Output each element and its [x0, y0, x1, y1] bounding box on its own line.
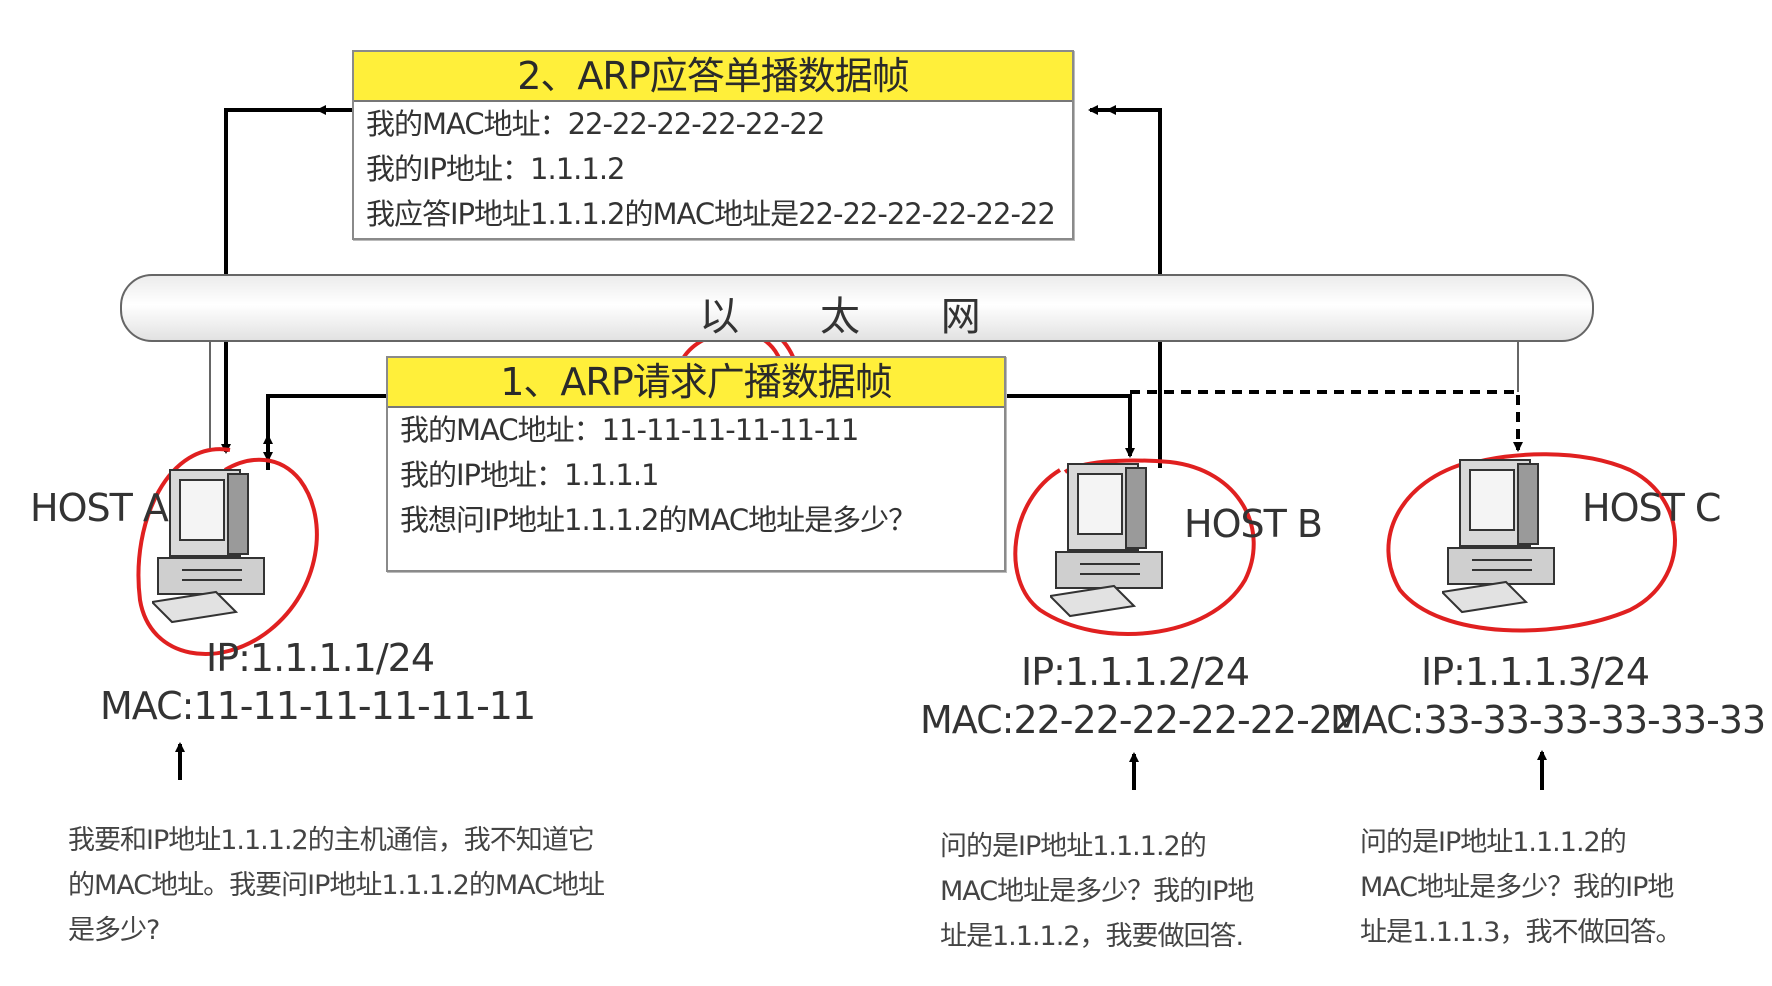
monitor-side — [227, 473, 249, 555]
ethernet-label: 以 太 网 — [699, 294, 1015, 340]
monitor-side — [1517, 463, 1539, 545]
request-line-ip: 我的IP地址：1.1.1.1 — [400, 458, 660, 492]
monitor-screen — [1469, 469, 1515, 531]
monitor-screen — [1077, 473, 1123, 535]
host-a-note-line: 是多少? — [68, 915, 160, 946]
reply-line-mac: 我的MAC地址：22-22-22-22-22-22 — [366, 107, 825, 141]
host-a-ip: IP:1.1.1.1/24 — [205, 636, 435, 680]
host-c-note: 问的是IP地址1.1.1.2的 MAC地址是多少？我的IP地 址是1.1.1.3… — [1360, 820, 1760, 955]
desktop-computer-icon — [152, 469, 265, 624]
highlight-circle-host-b — [1013, 458, 1256, 636]
host-b-note-line: 问的是IP地址1.1.1.2的 — [940, 831, 1207, 862]
keyboard — [152, 590, 239, 624]
request-arrow-from-host-a — [263, 394, 386, 462]
request-line-question: 我想问IP地址1.1.1.2的MAC地址是多少？ — [400, 503, 917, 537]
highlight-circle-host-a — [136, 447, 319, 656]
monitor-side — [1125, 467, 1147, 549]
host-b-note: 问的是IP地址1.1.1.2的 MAC地址是多少？我的IP地 址是1.1.1.2… — [940, 824, 1360, 959]
host-b-note-line: 址是1.1.1.2，我要做回答. — [940, 921, 1244, 952]
host-c-ip: IP:1.1.1.3/24 — [1420, 650, 1650, 694]
arp-request-frame: 1、ARP请求广播数据帧 我的MAC地址：11-11-11-11-11-11 我… — [386, 356, 1006, 572]
host-a-label: HOST A — [30, 486, 169, 530]
host-b-ip: IP:1.1.1.2/24 — [1020, 650, 1250, 694]
arp-reply-title: 2、ARP应答单播数据帧 — [354, 52, 1072, 102]
keyboard — [1442, 580, 1529, 614]
host-c-mac: MAC:33-33-33-33-33-33 — [1330, 698, 1766, 742]
host-c-label: HOST C — [1582, 486, 1721, 530]
host-a-mac: MAC:11-11-11-11-11-11 — [100, 684, 536, 728]
host-b-label: HOST B — [1184, 502, 1323, 546]
reply-arrow-b-up — [1106, 105, 1162, 468]
host-a-note-line: 我要和IP地址1.1.1.2的主机通信，我不知道它 — [68, 825, 595, 856]
reply-line-ip: 我的IP地址：1.1.1.2 — [366, 152, 626, 186]
host-a-note: 我要和IP地址1.1.1.2的主机通信，我不知道它 的MAC地址。我要问IP地址… — [68, 818, 708, 953]
host-b-mac: MAC:22-22-22-22-22-22 — [920, 698, 1356, 742]
keyboard — [1050, 584, 1137, 618]
desktop-computer-icon — [1442, 459, 1555, 614]
host-c-note-line: 问的是IP地址1.1.1.2的 — [1360, 827, 1627, 858]
highlight-circle-host-c — [1386, 452, 1677, 633]
monitor-screen — [179, 479, 225, 541]
host-b-note-line: MAC地址是多少？我的IP地 — [940, 876, 1254, 907]
host-c-note-line: 址是1.1.1.3，我不做回答。 — [1360, 917, 1682, 948]
desktop-computer-icon — [1050, 463, 1163, 618]
arp-request-title: 1、ARP请求广播数据帧 — [388, 358, 1004, 408]
computer-case — [1055, 551, 1163, 589]
host-c-note-line: MAC地址是多少？我的IP地 — [1360, 872, 1674, 903]
ethernet-bus: 以 太 网 — [120, 274, 1594, 342]
host-a-note-line: 的MAC地址。我要问IP地址1.1.1.2的MAC地址 — [68, 870, 605, 901]
request-arrow-to-host-b — [1002, 394, 1135, 458]
request-line-mac: 我的MAC地址：11-11-11-11-11-11 — [400, 413, 859, 447]
arp-reply-frame: 2、ARP应答单播数据帧 我的MAC地址：22-22-22-22-22-22 我… — [352, 50, 1074, 240]
computer-case — [157, 557, 265, 595]
reply-line-answer: 我应答IP地址1.1.1.2的MAC地址是22-22-22-22-22-22 — [366, 197, 1056, 231]
request-arrow-to-host-c — [1130, 390, 1523, 452]
computer-case — [1447, 547, 1555, 585]
